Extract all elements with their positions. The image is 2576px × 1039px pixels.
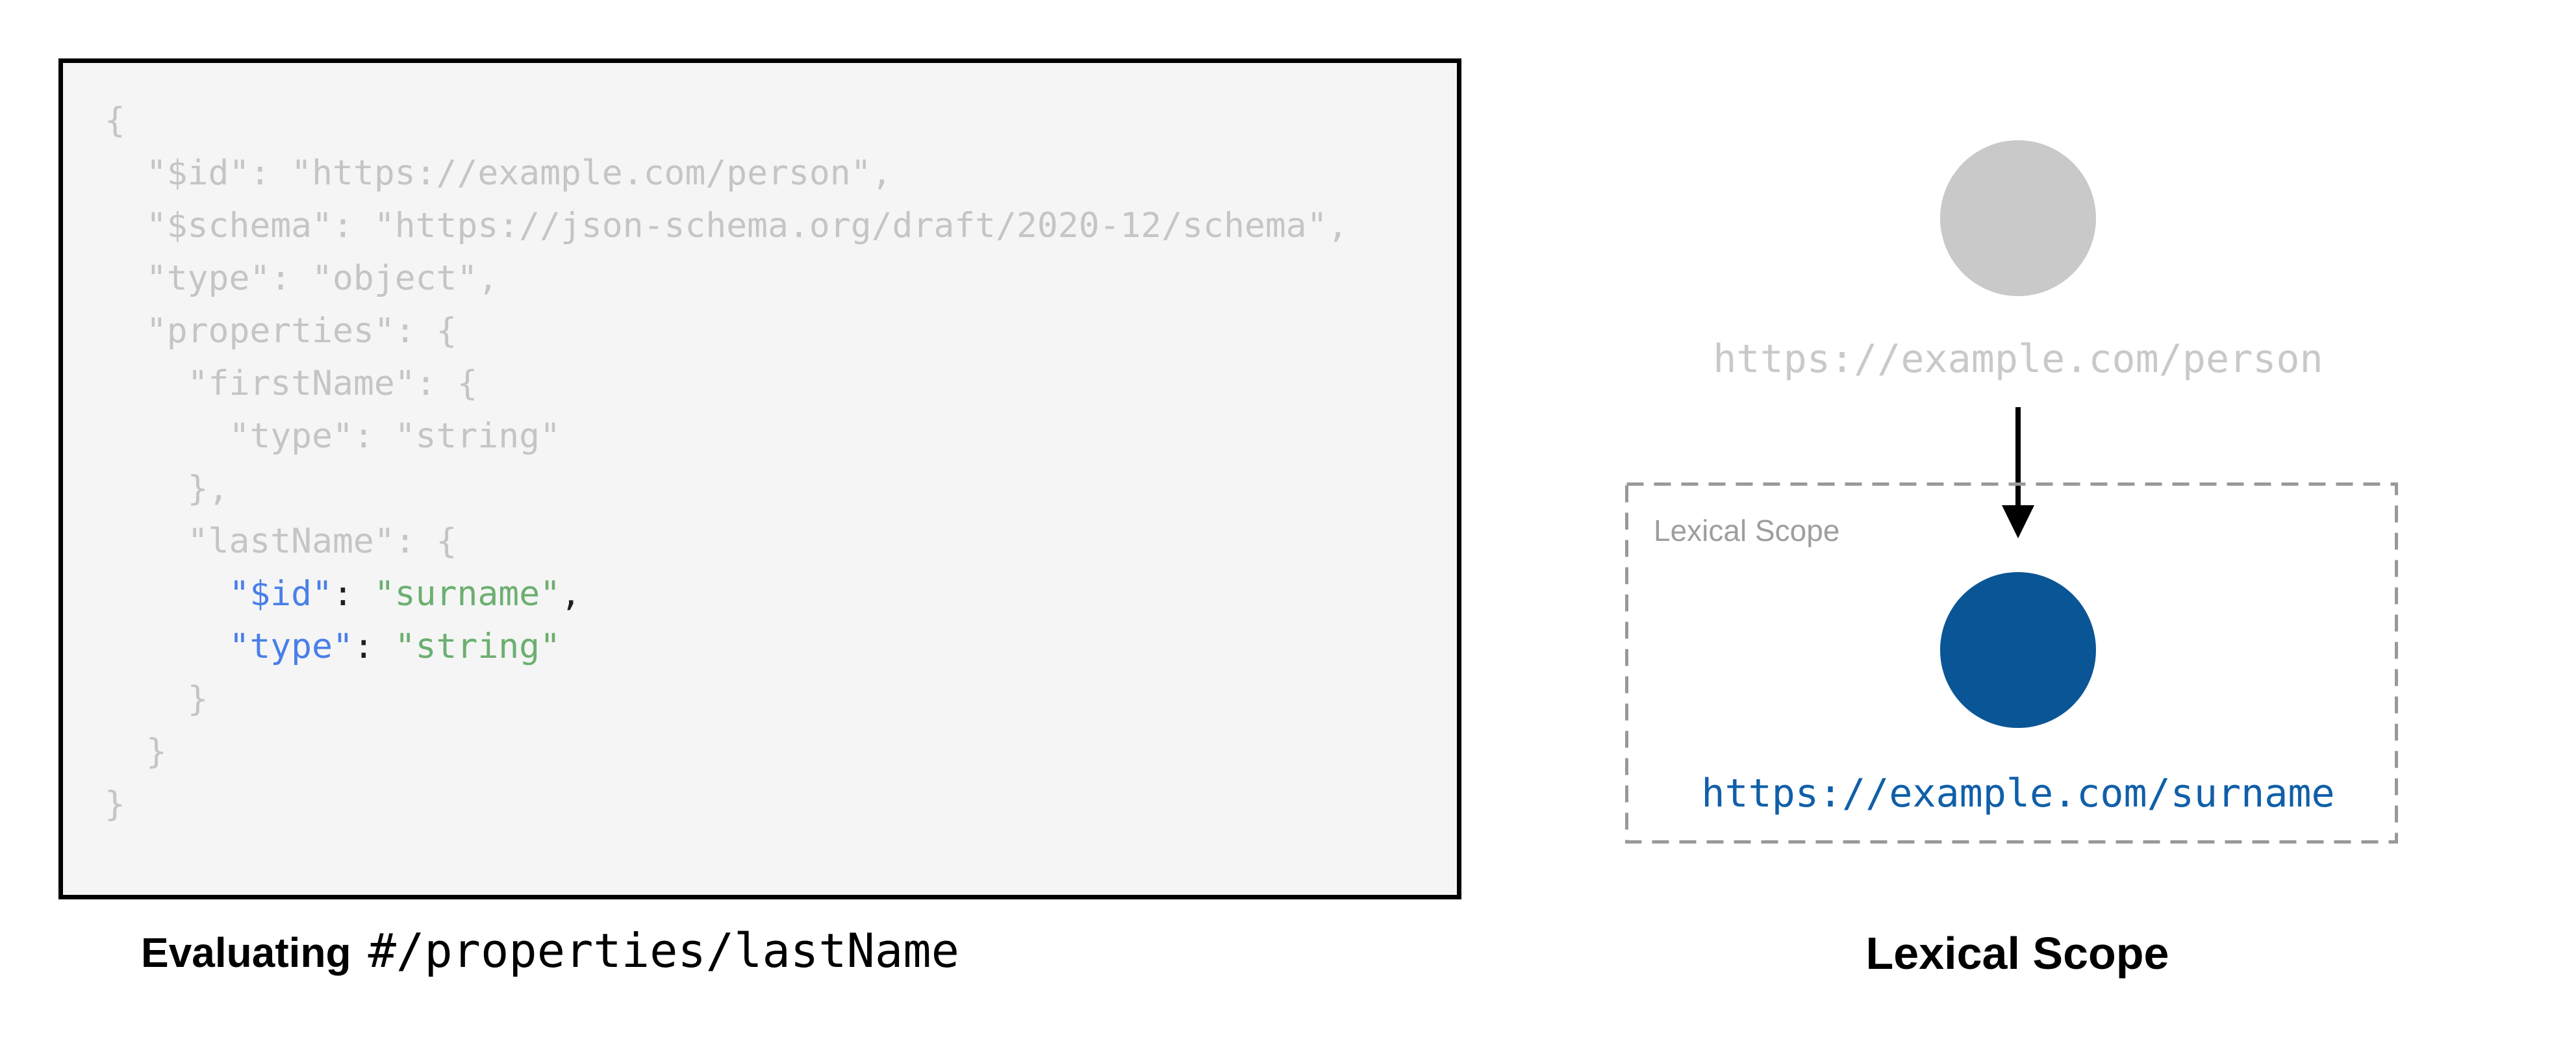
code-line: {	[105, 101, 125, 140]
code-line: "type": "string"	[105, 416, 561, 456]
code-line: "type": "string"	[229, 627, 561, 666]
parent-node-label: https://example.com/person	[1713, 336, 2323, 382]
schema-code-panel: { "$id": "https://example.com/person", "…	[58, 58, 1461, 899]
eval-caption: Evaluating #/properties/lastName	[141, 925, 959, 977]
lexical-scope-caption: Lexical Scope	[1865, 928, 2169, 979]
code-line: }	[105, 784, 125, 824]
code-block: { "$id": "https://example.com/person", "…	[105, 94, 1348, 831]
child-node-circle	[1940, 572, 2096, 728]
code-line: "properties": {	[105, 311, 457, 351]
code-line: },	[105, 469, 229, 508]
down-arrow-icon	[2002, 407, 2034, 538]
lexical-scope-box	[1625, 482, 2398, 844]
code-line: "firstName": {	[105, 364, 478, 403]
eval-caption-pointer: #/properties/lastName	[368, 923, 959, 978]
code-line: "$schema": "https://json-schema.org/draf…	[105, 206, 1348, 245]
code-line: }	[105, 679, 208, 719]
parent-node-circle	[1940, 140, 2096, 296]
lexical-scope-box-label: Lexical Scope	[1654, 514, 1840, 547]
code-line: "type": "object",	[105, 258, 499, 298]
code-line: "$id": "https://example.com/person",	[105, 153, 892, 193]
code-line: "$id": "surname",	[229, 574, 581, 614]
eval-caption-prefix: Evaluating	[141, 929, 351, 976]
code-line: "lastName": {	[105, 521, 457, 561]
child-node-label: https://example.com/surname	[1701, 771, 2335, 816]
code-line: }	[105, 732, 167, 771]
